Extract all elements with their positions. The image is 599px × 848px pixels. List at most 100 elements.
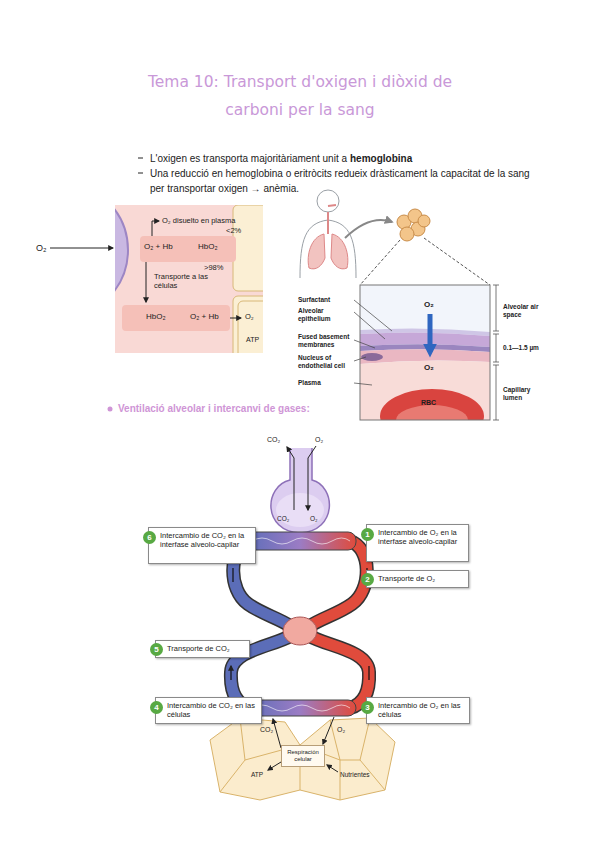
airway	[328, 205, 336, 234]
text-label: O₂	[36, 243, 47, 254]
callout-box: Intercambio de CO₂ en las células 4	[155, 697, 262, 724]
text-label: O₂	[424, 363, 434, 373]
bullet-dash	[138, 158, 143, 173]
reaction-box: HbO₂ O₂ + Hb	[122, 305, 230, 331]
diffusion-arrow	[50, 248, 113, 249]
node-text: O₂ + Hb	[190, 312, 219, 321]
text-label: Capillary lumen	[503, 386, 548, 402]
node-text: 6	[147, 533, 151, 542]
text-label: Una reducció en hemoglobina o eritròcits…	[150, 166, 535, 196]
alveolus	[400, 227, 414, 241]
text-label: Plasma	[298, 379, 354, 387]
callout-number: 1	[361, 528, 374, 541]
page-title: Tema 10: Transport d'oxigen i diòxid de …	[120, 68, 480, 124]
node-text: Intercambio de O₂ en las células	[378, 701, 465, 719]
atp-arrow	[268, 762, 281, 770]
alveolar-sac	[397, 209, 430, 241]
node-text: Transporte de O₂	[378, 574, 464, 583]
co2-arrow	[273, 719, 281, 748]
text-label: Ventilació alveolar i intercanvi de gase…	[118, 403, 310, 415]
callout-number: 2	[361, 573, 374, 586]
text-label: ATP	[246, 336, 259, 344]
text-label: Nutrientes	[340, 771, 370, 779]
callout-box: Transporte de O₂ 2	[366, 570, 469, 588]
red-blood-cell-center	[396, 405, 468, 420]
panel-frame	[360, 285, 490, 420]
node-text: Intercambio de O₂ en la interfase alveol…	[378, 528, 464, 546]
node-text: 3	[365, 703, 369, 712]
text-label: CO₂	[267, 436, 280, 444]
node-text: Respiración celular	[283, 749, 323, 764]
oxygenated-vessel	[310, 636, 369, 708]
person-head	[317, 190, 339, 212]
oxygen-diffusion-arrow	[428, 314, 433, 352]
text-label: Nucleus of endothelial cell	[298, 354, 354, 370]
lung	[331, 234, 348, 269]
callout-box: Intercambio de O₂ en la interfase alveol…	[366, 524, 469, 562]
node-text: 1	[365, 530, 369, 539]
leader-line	[354, 300, 392, 385]
capillary-mesh	[252, 538, 350, 544]
text-label: Surfactant	[298, 296, 354, 304]
text-run: hemoglobina	[350, 153, 412, 164]
zoom-line	[360, 238, 490, 285]
node-text: Intercambio de CO₂ en la interfase alveo…	[160, 531, 251, 549]
callout-number: 6	[143, 531, 156, 544]
alveolus-lumen	[276, 493, 324, 527]
red-blood-cell	[380, 389, 484, 420]
text-label: O₂	[245, 312, 254, 321]
nutrient-arrow	[327, 765, 338, 772]
node-text: HbO₂	[146, 312, 166, 321]
text-label: O₂	[424, 300, 434, 310]
text-label: CO₂	[277, 515, 289, 523]
text-run: L'oxigen es transporta majoritàriament u…	[150, 153, 347, 164]
bullet-dot	[108, 407, 113, 412]
vessel-outline	[310, 541, 367, 626]
bullet-paragraph: L'oxigen es transporta majoritàriament u…	[150, 151, 540, 166]
text-label: >98%	[204, 263, 223, 272]
text-label: Alveolar air space	[503, 303, 553, 319]
text-label: O₂	[337, 726, 345, 734]
tissue-cell	[233, 205, 263, 291]
zoom-arrow	[345, 220, 392, 238]
text-label: CO₂	[260, 726, 273, 734]
vessel-outline	[310, 636, 369, 708]
text-label: O₂	[315, 436, 323, 444]
endothelial-nucleus	[361, 353, 383, 361]
node-text: 4	[154, 703, 158, 712]
callout-number: 4	[150, 701, 163, 714]
alveolus	[271, 448, 329, 533]
reaction-box: O₂ + Hb HbO₂	[140, 236, 236, 262]
co2-arrow	[287, 447, 294, 510]
process-box: Respiración celular	[281, 745, 325, 767]
body-cells	[210, 718, 395, 800]
callout-number: 3	[361, 701, 374, 714]
node-text: 2	[365, 575, 369, 584]
o2-arrow	[308, 446, 316, 510]
text-label: RBC	[421, 399, 436, 407]
text-label: O₂	[310, 515, 318, 523]
node-text: Intercambio de CO₂ en las células	[167, 701, 257, 719]
transport-arrow	[146, 262, 147, 302]
node-text: HbO₂	[198, 242, 218, 251]
heart	[283, 617, 317, 645]
alveolus-edge	[115, 205, 128, 318]
callout-box: Transporte de CO₂ 5	[155, 640, 250, 658]
node-text: O₂ + Hb	[144, 242, 173, 251]
alveolus	[418, 215, 430, 227]
text-label: <2%	[226, 226, 241, 235]
dissolve-arrow	[152, 221, 159, 236]
tissue-cell	[238, 301, 263, 353]
flow-arrow	[231, 568, 369, 680]
text-label: ATP	[251, 771, 263, 779]
text-label: 0.1—1.5 µm	[503, 344, 539, 352]
alveolar-wall	[360, 285, 490, 420]
node-text: 5	[154, 645, 158, 654]
node-text: Transporte de CO₂	[167, 644, 245, 653]
callout-box: Intercambio de O₂ en las células 3	[366, 697, 470, 724]
callout-box: Intercambio de CO₂ en la interfase alveo…	[148, 527, 256, 564]
tissue-cells	[210, 718, 395, 800]
capillary-mesh	[252, 705, 350, 711]
